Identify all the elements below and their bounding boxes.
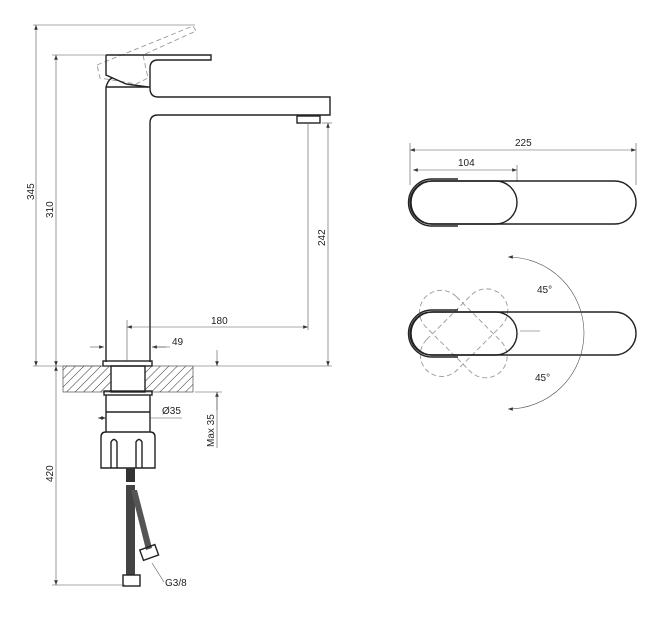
- faucet-body: [105, 54, 331, 362]
- lever-raised-position: [96, 25, 197, 85]
- dim-thread-diameter: Ø35: [162, 406, 181, 417]
- hose-1: [126, 485, 135, 575]
- dim-hose-length: 420: [45, 465, 56, 482]
- dim-total-height: 345: [26, 183, 37, 200]
- shank-lower: [105, 395, 151, 432]
- aerator: [296, 115, 321, 124]
- hose-connection-label: G3/8: [165, 578, 187, 589]
- dim-overall-length: 225: [515, 138, 532, 149]
- rotation-arc: [507, 255, 585, 411]
- handle-rotated-down: [419, 289, 508, 379]
- angle-down-label: 45°: [535, 373, 550, 384]
- mounting-nut: [100, 431, 156, 469]
- spout-outline-rotation: [409, 311, 637, 356]
- countertop-left: [62, 365, 112, 393]
- hose-nut-1: [122, 574, 141, 587]
- base-plate: [102, 360, 153, 367]
- mounting-shank: [110, 365, 146, 393]
- angle-up-label: 45°: [537, 285, 552, 296]
- washer: [103, 390, 153, 396]
- handle-cap-top: [407, 178, 458, 227]
- faucet-top-view: 225 104 45° 45°: [407, 138, 637, 411]
- dim-handle-length: 104: [458, 158, 475, 169]
- handle-cap-rotation: [407, 309, 458, 358]
- dim-base-width: 49: [172, 337, 184, 348]
- hose-2: [131, 490, 152, 550]
- dim-spout-reach: 180: [211, 316, 228, 327]
- faucet-side-view: G3/8 345 310 242: [26, 24, 332, 589]
- dim-max-counter-thickness: Max 35: [206, 414, 217, 447]
- handle-rotated-up: [419, 288, 509, 377]
- g38-leader: [151, 562, 165, 583]
- dim-body-height: 310: [45, 201, 56, 218]
- handle-outline-rotation: [410, 311, 518, 356]
- countertop-right: [144, 365, 194, 393]
- dimensions-side: [33, 24, 332, 586]
- dim-spout-height: 242: [317, 229, 328, 246]
- spout-outline-top: [409, 180, 637, 225]
- hose-nut-2: [138, 543, 160, 562]
- hose-stub: [126, 468, 135, 482]
- handle-outline-top: [410, 180, 518, 225]
